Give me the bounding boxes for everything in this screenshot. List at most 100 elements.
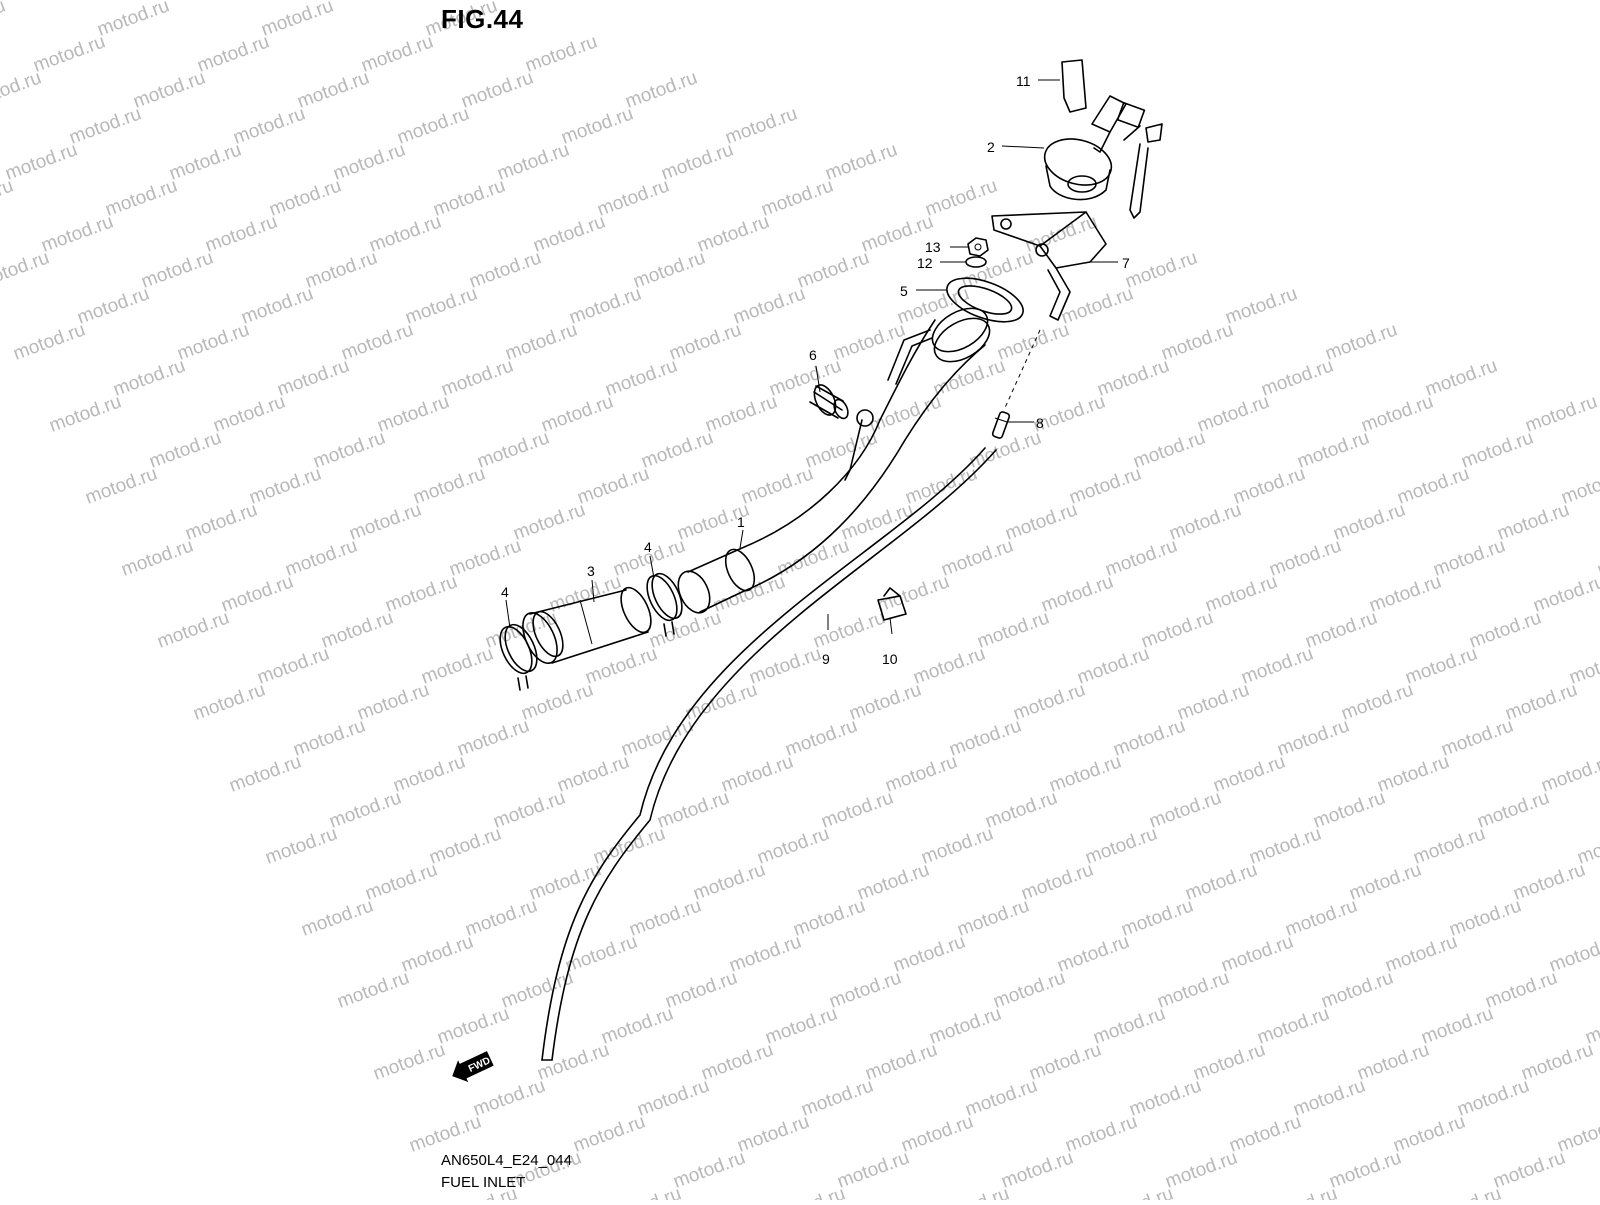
watermark-text: motod.ru: [1483, 967, 1561, 1012]
leader-lines: [505, 79, 1118, 635]
watermark-text: motod.ru: [1439, 715, 1517, 760]
watermark-text: motod.ru: [991, 967, 1069, 1012]
watermark-text: motod.ru: [275, 355, 353, 400]
watermark-text: motod.ru: [919, 823, 997, 868]
watermark-text: motod.ru: [839, 499, 917, 544]
washer-part-12: [965, 256, 987, 268]
watermark-text: motod.ru: [1247, 823, 1325, 868]
watermark-text: motod.ru: [463, 895, 541, 940]
watermark-text: motod.ru: [139, 247, 217, 292]
watermark-text: motod.ru: [891, 931, 969, 976]
watermark-text: motod.ru: [395, 103, 473, 148]
watermark-text: motod.ru: [1191, 1039, 1269, 1084]
watermark-text: motod.ru: [955, 895, 1033, 940]
watermark-text: motod.ru: [1163, 1147, 1241, 1192]
watermark-text: motod.ru: [683, 679, 761, 724]
watermark-text: motod.ru: [427, 823, 505, 868]
watermark-text: motod.ru: [699, 1039, 777, 1084]
watermark-text: motod.ru: [1367, 571, 1445, 616]
watermark-text: motod.ru: [1539, 751, 1600, 796]
watermark-text: motod.ru: [539, 391, 617, 436]
watermark-text: motod.ru: [259, 0, 337, 41]
watermark-text: motod.ru: [263, 823, 341, 868]
watermark-text: motod.ru: [1095, 355, 1173, 400]
watermark-text: motod.ru: [1127, 1075, 1205, 1120]
watermark-text: motod.ru: [627, 895, 705, 940]
watermark-text: motod.ru: [347, 499, 425, 544]
watermark-text: motod.ru: [1375, 751, 1453, 796]
watermark-text: motod.ru: [1347, 859, 1425, 904]
watermark-text: motod.ru: [759, 175, 837, 220]
watermark-text: motod.ru: [399, 931, 477, 976]
watermark-text: motod.ru: [503, 319, 581, 364]
watermark-text: motod.ru: [167, 139, 245, 184]
watermark-text: motod.ru: [3, 139, 81, 184]
key-tag-part-11: [1061, 59, 1087, 113]
watermark-text: motod.ru: [1139, 607, 1217, 652]
watermark-text: motod.ru: [1147, 787, 1225, 832]
watermark-text: motod.ru: [511, 499, 589, 544]
watermark-text: motod.ru: [183, 499, 261, 544]
watermark-text: motod.ru: [383, 571, 461, 616]
watermark-text: motod.ru: [607, 1183, 685, 1200]
watermark-text: motod.ru: [927, 1003, 1005, 1048]
watermark-text: motod.ru: [823, 139, 901, 184]
watermark-text: motod.ru: [1523, 391, 1600, 436]
watermark-text: motod.ru: [623, 67, 701, 112]
watermark-text: motod.ru: [1183, 859, 1261, 904]
watermark-text: motod.ru: [1431, 535, 1509, 580]
watermark-text: motod.ru: [995, 319, 1073, 364]
watermark-text: motod.ru: [431, 175, 509, 220]
watermark-text: motod.ru: [1067, 463, 1145, 508]
callout-7: 7: [1122, 255, 1130, 271]
watermark-text: motod.ru: [1047, 751, 1125, 796]
watermark-text: motod.ru: [0, 67, 44, 112]
watermark-text: motod.ru: [403, 283, 481, 328]
watermark-text: motod.ru: [947, 715, 1025, 760]
watermark-text: motod.ru: [1355, 1039, 1433, 1084]
watermark-text: motod.ru: [1383, 931, 1461, 976]
callout-13: 13: [925, 239, 941, 255]
hose-clamp-part-10: [877, 587, 907, 621]
watermark-text: motod.ru: [1263, 1183, 1341, 1200]
watermark-text: motod.ru: [783, 715, 861, 760]
watermark-text: motod.ru: [1059, 283, 1137, 328]
watermark-text: motod.ru: [1119, 895, 1197, 940]
watermark-text: motod.ru: [119, 535, 197, 580]
watermark-text: motod.ru: [363, 859, 441, 904]
nut-part-13: [967, 237, 989, 257]
callout-3: 3: [587, 563, 595, 579]
watermark-text: motod.ru: [1019, 859, 1097, 904]
watermark-text: motod.ru: [95, 0, 173, 41]
watermark-text: motod.ru: [131, 67, 209, 112]
callout-9: 9: [822, 651, 830, 667]
watermark-text: motod.ru: [1547, 931, 1600, 976]
watermark-text: motod.ru: [331, 139, 409, 184]
watermark-text: motod.ru: [1063, 1111, 1141, 1156]
watermark-text: motod.ru: [967, 427, 1045, 472]
watermark-text: motod.ru: [691, 859, 769, 904]
watermark-text: motod.ru: [0, 0, 72, 5]
watermark-text: motod.ru: [567, 283, 645, 328]
watermark-text: motod.ru: [671, 1147, 749, 1192]
watermark-text: motod.ru: [827, 967, 905, 1012]
watermark-text: motod.ru: [923, 175, 1001, 220]
watermark-text: motod.ru: [67, 103, 145, 148]
watermark-text: motod.ru: [323, 0, 401, 5]
callout-8: 8: [1036, 415, 1044, 431]
watermark-text: motod.ru: [371, 1039, 449, 1084]
watermark-text: motod.ru: [1023, 211, 1101, 256]
callout-4-upper: 4: [644, 539, 652, 555]
watermark-text: motod.ru: [1227, 1111, 1305, 1156]
callout-5: 5: [900, 283, 908, 299]
watermark-text: motod.ru: [239, 283, 317, 328]
callout-10: 10: [882, 651, 898, 667]
watermark-text: motod.ru: [1055, 931, 1133, 976]
watermark-text: motod.ru: [1591, 1183, 1600, 1200]
watermark-text: motod.ru: [939, 535, 1017, 580]
watermark-text: motod.ru: [283, 535, 361, 580]
watermark-text: motod.ru: [1083, 823, 1161, 868]
watermark-text: motod.ru: [355, 679, 433, 724]
